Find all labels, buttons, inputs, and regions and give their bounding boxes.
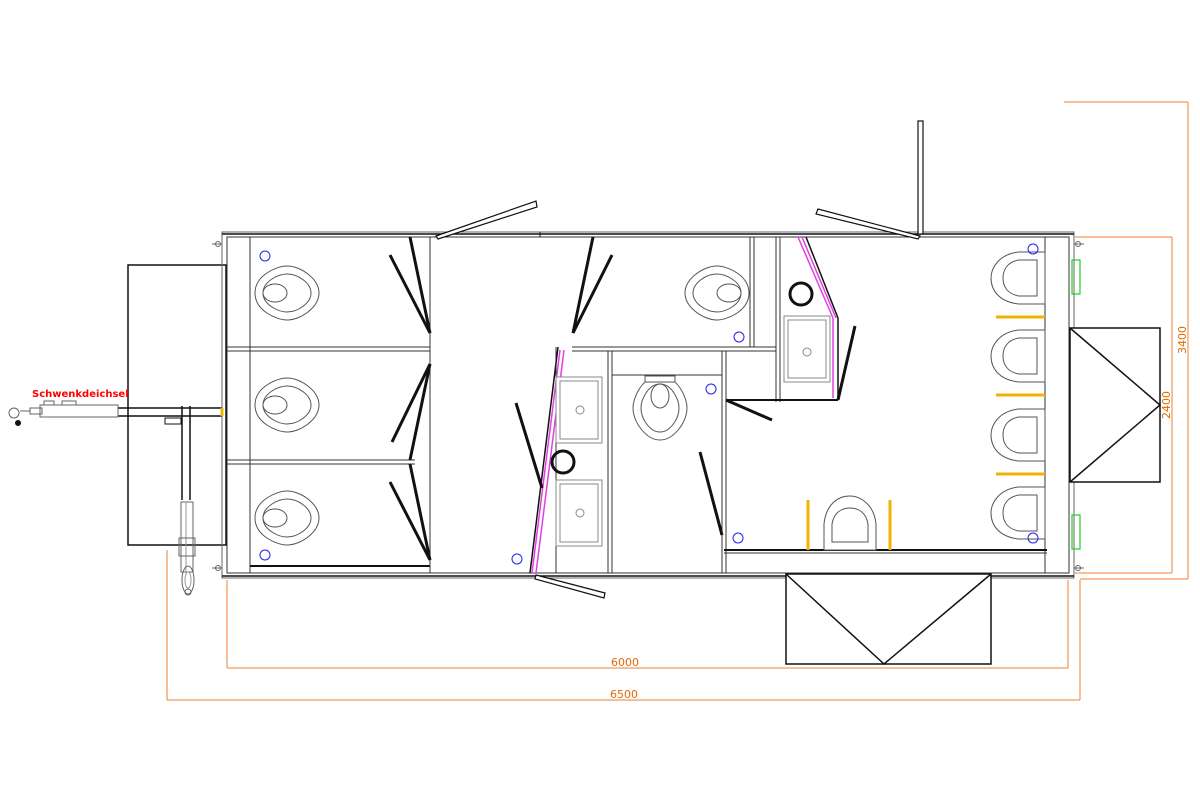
toilets	[254, 265, 750, 546]
dimension-lines	[166, 101, 1189, 701]
drawbar	[8, 264, 227, 596]
door-cabin-3	[408, 463, 432, 561]
washbasin-3	[783, 315, 831, 383]
washbasins	[555, 315, 831, 547]
dim-total-width: 3400	[1176, 326, 1189, 354]
door-cabin-2	[408, 363, 432, 461]
glass-partitions	[531, 236, 837, 574]
toilet-1	[254, 265, 320, 321]
door-cabin-4	[571, 236, 595, 334]
door-cabin-1	[408, 236, 432, 334]
urinal-2	[990, 329, 1046, 383]
entrance-doors	[435, 120, 924, 599]
urinal-4	[990, 486, 1046, 540]
urinal-5	[823, 495, 877, 551]
waste-bins	[550, 281, 814, 475]
drawbar-label: Schwenkdeichsel	[32, 389, 129, 400]
urinal-3	[990, 408, 1046, 462]
awnings	[785, 327, 1162, 665]
urinal-dividers	[806, 315, 1045, 550]
door-small-cabin	[836, 325, 857, 401]
doors	[388, 236, 857, 561]
urinals	[823, 251, 1046, 551]
toilet-4	[684, 265, 750, 321]
toilet-5	[632, 375, 688, 441]
door-toilet-middle	[698, 451, 724, 536]
dim-inner-length: 6000	[611, 656, 639, 669]
dim-inner-width: 2400	[1160, 391, 1173, 419]
washbasin-1	[555, 376, 603, 444]
door-washroom	[514, 402, 544, 489]
toilet-2	[254, 377, 320, 433]
urinal-1	[990, 251, 1046, 305]
floor-drains	[259, 243, 1039, 565]
glass-frame	[529, 236, 839, 574]
tail-lights	[1071, 259, 1081, 550]
washbasin-2	[555, 479, 603, 547]
interior-walls	[227, 232, 1047, 573]
toilet-3	[254, 490, 320, 546]
dim-total-length: 6500	[610, 688, 638, 701]
